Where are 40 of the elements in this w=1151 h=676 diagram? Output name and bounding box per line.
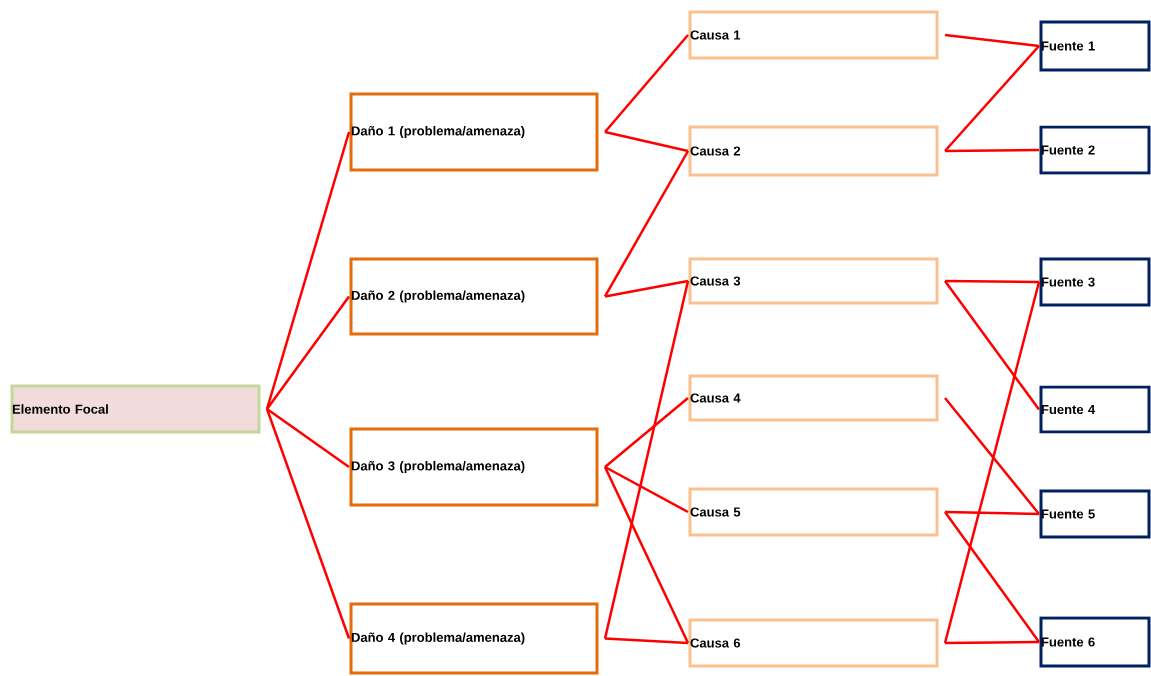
damage-box: Daño 1 (problema/amenaza) (349, 92, 599, 172)
connector-line (265, 408, 351, 639)
connector-line (265, 131, 351, 410)
damage-box: Daño 2 (problema/amenaza) (349, 257, 599, 336)
connector-line (945, 279, 1040, 284)
connector-line (604, 397, 689, 468)
connector-line (604, 637, 689, 645)
connector-line (603, 466, 690, 644)
connector-line (604, 130, 689, 153)
source-box: Fuente 4 (1039, 385, 1151, 434)
source-box: Fuente 6 (1039, 616, 1151, 668)
connector-line (944, 511, 1041, 643)
connector-line (603, 150, 690, 298)
damage-box: Daño 4 (problema/amenaza) (349, 602, 599, 675)
connector-line (945, 640, 1040, 645)
connector-line (266, 295, 351, 410)
cause-box: Causa 3 (688, 257, 939, 305)
connector-line (604, 34, 689, 133)
source-box: Fuente 2 (1039, 125, 1151, 175)
connector-line (603, 280, 690, 639)
cause-box: Causa 1 (688, 10, 939, 60)
connector-line (945, 148, 1040, 153)
source-box: Fuente 3 (1039, 257, 1151, 307)
cause-box: Causa 5 (688, 487, 939, 537)
connector-line (944, 397, 1040, 515)
connector-line (944, 45, 1040, 152)
connector-line (944, 33, 1040, 48)
source-box: Fuente 1 (1039, 20, 1151, 72)
focal-box: Elemento Focal (10, 384, 261, 434)
damage-box: Daño 3 (problema/amenaza) (349, 427, 599, 507)
cause-box: Causa 2 (688, 125, 939, 177)
connector-line (604, 279, 689, 298)
connector-line (266, 407, 350, 468)
cause-box: Causa 6 (688, 618, 939, 668)
connector-line (944, 510, 1040, 516)
source-box: Fuente 5 (1039, 489, 1151, 539)
cause-box: Causa 4 (688, 374, 939, 422)
connector-line (604, 465, 689, 514)
connector-line (943, 281, 1041, 644)
connector-line (944, 280, 1040, 411)
